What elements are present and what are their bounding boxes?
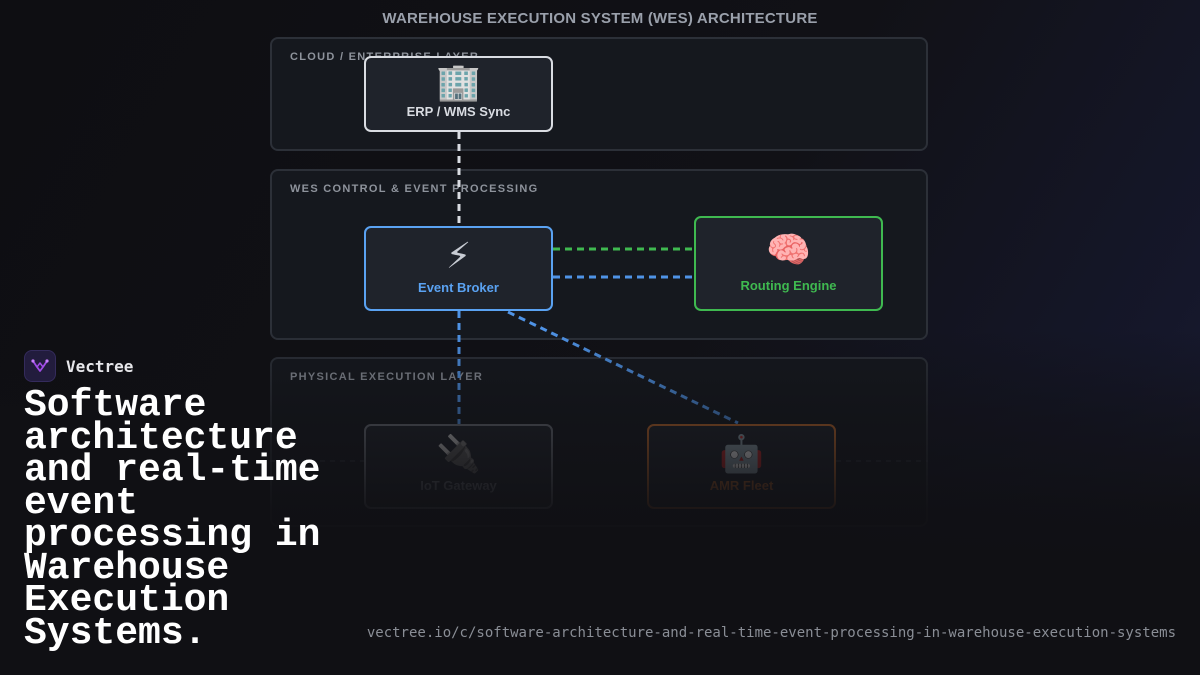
node-event-broker: ⚡ Event Broker xyxy=(364,226,553,311)
node-amr-fleet: 🤖 AMR Fleet xyxy=(647,424,836,509)
node-label-routing: Routing Engine xyxy=(740,278,837,293)
brand: Vectree xyxy=(24,350,133,382)
node-label-amr: AMR Fleet xyxy=(709,478,774,493)
node-label-broker: Event Broker xyxy=(418,280,499,295)
plug-icon: 🔌 xyxy=(436,433,481,474)
node-iot-gateway: 🔌 IoT Gateway xyxy=(364,424,553,509)
node-label-iot: IoT Gateway xyxy=(420,478,497,493)
diagram-title: WAREHOUSE EXECUTION SYSTEM (WES) ARCHITE… xyxy=(382,10,818,27)
robot-icon: 🤖 xyxy=(719,433,764,474)
article-url[interactable]: vectree.io/c/software-architecture-and-r… xyxy=(366,625,1176,641)
layer-label-physical: PHYSICAL EXECUTION LAYER xyxy=(290,371,484,383)
node-erp-wms-sync: 🏢 ERP / WMS Sync xyxy=(364,56,553,132)
vectree-logo-icon xyxy=(24,350,56,382)
brain-icon: 🧠 xyxy=(766,229,811,270)
layer-label-wes-control: WES CONTROL & EVENT PROCESSING xyxy=(290,183,539,195)
building-icon: 🏢 xyxy=(436,61,481,102)
lightning-icon: ⚡ xyxy=(445,235,472,276)
node-label-erp: ERP / WMS Sync xyxy=(406,104,511,119)
node-routing-engine: 🧠 Routing Engine xyxy=(694,216,883,311)
brand-name: Vectree xyxy=(66,356,134,376)
headline: Software architecture and real-time even… xyxy=(24,384,321,655)
